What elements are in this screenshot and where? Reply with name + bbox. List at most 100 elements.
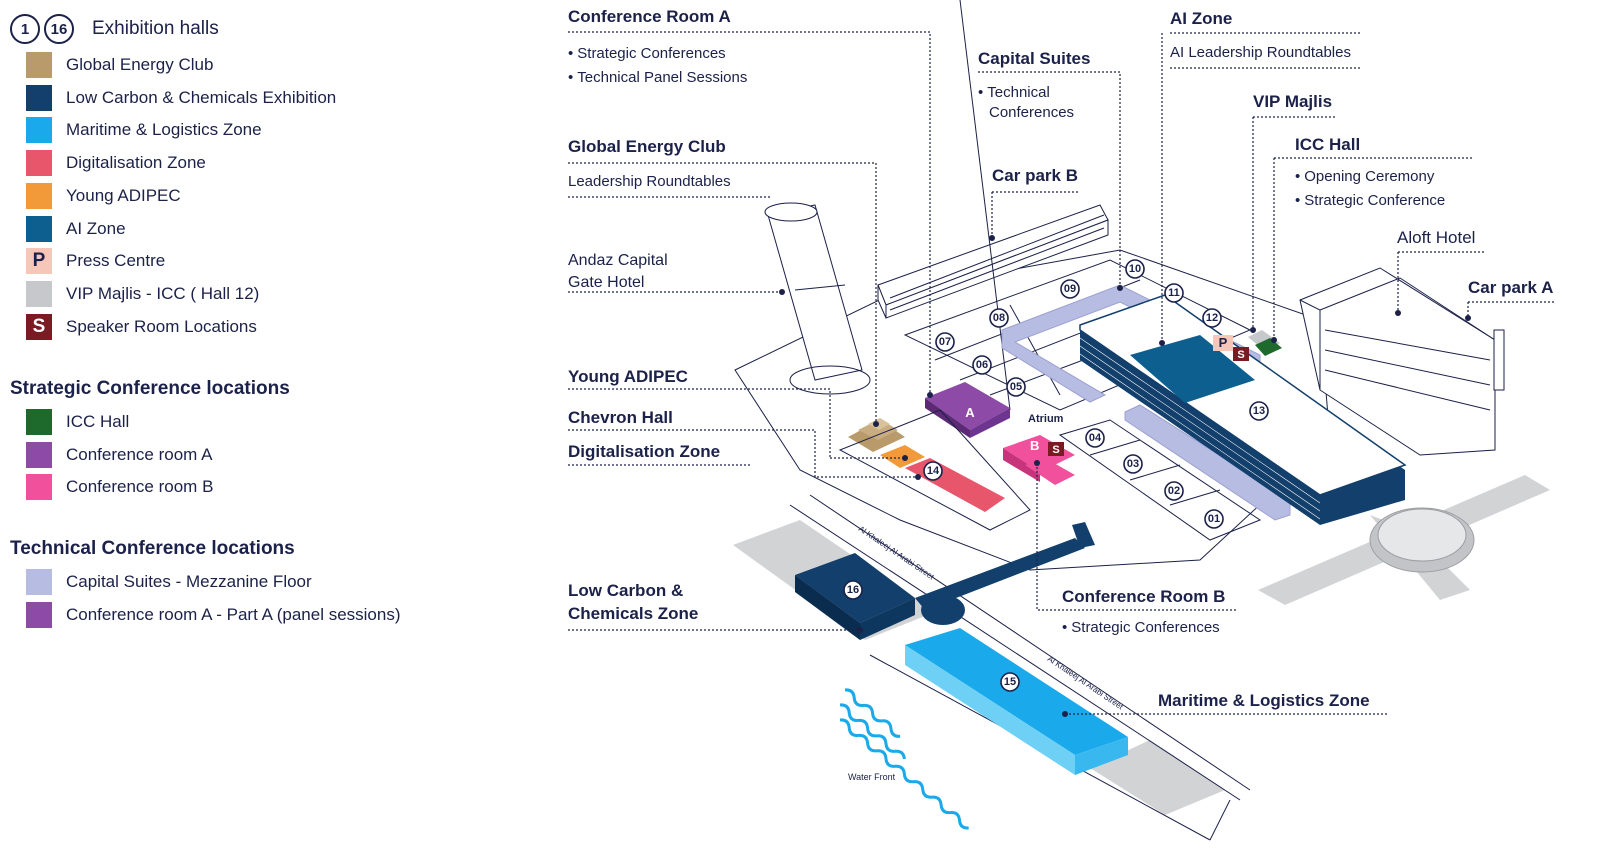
strategic-label: Conference room B — [66, 477, 214, 497]
legend-swatch — [26, 215, 52, 242]
label-conference-room-b: Conference Room B — [1062, 587, 1225, 606]
svg-text:16: 16 — [847, 584, 859, 596]
street-line-1 — [789, 504, 1241, 801]
hall-grid-lower — [1058, 419, 1262, 541]
label-global-energy-club-sub: Leadership Roundtables — [568, 173, 731, 190]
speaker-letter-b: S — [1052, 444, 1059, 456]
press-centre-block — [1213, 335, 1233, 351]
strategic-title: Strategic Conference locations — [10, 378, 290, 399]
technical-label: Capital Suites - Mezzanine Floor — [66, 572, 312, 591]
label-icc-hall: ICC Hall — [1295, 135, 1360, 154]
bullet: • — [1295, 168, 1300, 185]
maritime-logistics-block — [905, 628, 1128, 755]
hall-number-04: 04 — [1085, 428, 1105, 448]
bullet: • — [568, 45, 573, 62]
legend-swatch — [26, 150, 52, 177]
svg-text:02: 02 — [1168, 485, 1180, 497]
svg-text:03: 03 — [1127, 458, 1139, 470]
legend-swatch — [26, 182, 52, 209]
room-a-letter: A — [965, 405, 975, 420]
legend-swatch — [26, 280, 52, 307]
hall-number-07: 07 — [935, 332, 955, 352]
aloft-hotel-building — [1299, 267, 1505, 456]
speaker-letter-icc: S — [1237, 349, 1244, 361]
svg-text:08: 08 — [993, 312, 1005, 324]
hall-number-12: 12 — [1202, 308, 1222, 328]
label-water-front: Water Front — [848, 772, 896, 782]
legend-item: S Speaker Room Locations — [26, 313, 257, 340]
strategic-label: Conference room A — [66, 444, 213, 464]
legend-label: Young ADIPEC — [66, 185, 181, 205]
bullet: • — [1062, 619, 1067, 636]
hall-number-16: 16 — [843, 580, 863, 600]
capital-suites-strip — [1124, 404, 1291, 521]
legend-label: Speaker Room Locations — [66, 316, 257, 336]
strategic-item: Conference room A — [26, 441, 213, 468]
label-ai-zone-sub: AI Leadership Roundtables — [1170, 44, 1351, 61]
legend-item: Young ADIPEC — [26, 182, 181, 209]
technical-item: Capital Suites - Mezzanine Floor — [26, 569, 312, 595]
legend-label: Maritime & Logistics Zone — [66, 120, 262, 140]
hall-number-02: 02 — [1164, 481, 1184, 501]
legend-item: P Press Centre — [26, 248, 166, 275]
conf-a-bullet-2: Technical Panel Sessions — [577, 69, 747, 86]
hall-number-10: 10 — [1125, 259, 1145, 279]
label-car-park-b: Car park B — [992, 166, 1078, 185]
strategic-swatch — [26, 409, 52, 435]
water-wave-3 — [839, 718, 969, 830]
svg-text:•Technical: •Technical — [978, 84, 1050, 101]
strategic-item: ICC Hall — [26, 409, 129, 435]
svg-text:11: 11 — [1168, 287, 1180, 299]
legend-item: Global Energy Club — [26, 52, 213, 78]
hall-number-14: 14 — [923, 461, 943, 481]
ai-zone-area — [1130, 335, 1255, 403]
hall-number-11: 11 — [1164, 283, 1184, 303]
label-andaz-1: Andaz Capital — [568, 252, 668, 269]
hall-number-15: 15 — [1000, 672, 1020, 692]
svg-text:05: 05 — [1010, 381, 1022, 393]
conf-a-bullet-1: Strategic Conferences — [577, 45, 725, 62]
bullet: • — [568, 69, 573, 86]
hall-number-13: 13 — [1249, 401, 1269, 421]
label-low-carbon-1: Low Carbon & — [568, 581, 683, 600]
label-car-park-a: Car park A — [1468, 278, 1553, 297]
conference-room-a-block — [925, 382, 1010, 430]
water-wave-1 — [844, 688, 901, 738]
svg-text:13: 13 — [1253, 405, 1265, 417]
speaker-room-icc — [1233, 347, 1249, 361]
bullet: • — [1295, 192, 1300, 209]
legend-swatch: P — [26, 248, 52, 275]
legend-item: AI Zone — [26, 215, 126, 242]
strategic-label: ICC Hall — [66, 412, 130, 431]
svg-text:•Strategic Conference: •Strategic Conference — [1295, 192, 1445, 209]
label-digitalisation-zone: Digitalisation Zone — [568, 442, 720, 461]
legend-item: Maritime & Logistics Zone — [26, 117, 262, 144]
walkway-hub — [921, 595, 965, 625]
capital-bullet-1: Technical — [987, 84, 1050, 101]
technical-swatch — [26, 569, 52, 595]
legend: 1 16 Exhibition halls Global Energy Club… — [0, 0, 430, 861]
hall-number-09: 09 — [1060, 279, 1080, 299]
walkway-bridge — [915, 538, 1085, 610]
svg-text:01: 01 — [1208, 513, 1220, 525]
label-maritime: Maritime & Logistics Zone — [1158, 691, 1370, 710]
svg-text:•Opening Ceremony: •Opening Ceremony — [1295, 168, 1435, 185]
hall-number-08: 08 — [989, 308, 1009, 328]
hall-number-end: 16 — [44, 14, 74, 44]
legend-label: Digitalisation Zone — [66, 153, 206, 173]
technical-label: Conference room A - Part A (panel sessio… — [66, 604, 401, 624]
technical-item: Conference room A - Part A (panel sessio… — [26, 601, 401, 628]
conference-room-b-block — [1003, 435, 1075, 472]
parking-area-bottom — [1090, 740, 1225, 815]
svg-text:10: 10 — [1129, 263, 1141, 275]
svg-text:06: 06 — [976, 359, 988, 371]
legend-label: Global Energy Club — [66, 55, 214, 74]
speaker-room-b — [1048, 442, 1064, 456]
legend-swatch: S — [26, 313, 52, 340]
technical-title: Technical Conference locations — [10, 538, 295, 559]
bullet: • — [978, 84, 983, 101]
svg-text:04: 04 — [1089, 432, 1102, 444]
label-andaz-2: Gate Hotel — [568, 274, 644, 291]
legend-label: Press Centre — [66, 251, 166, 271]
legend-label: VIP Majlis - ICC ( Hall 12) — [66, 283, 260, 303]
